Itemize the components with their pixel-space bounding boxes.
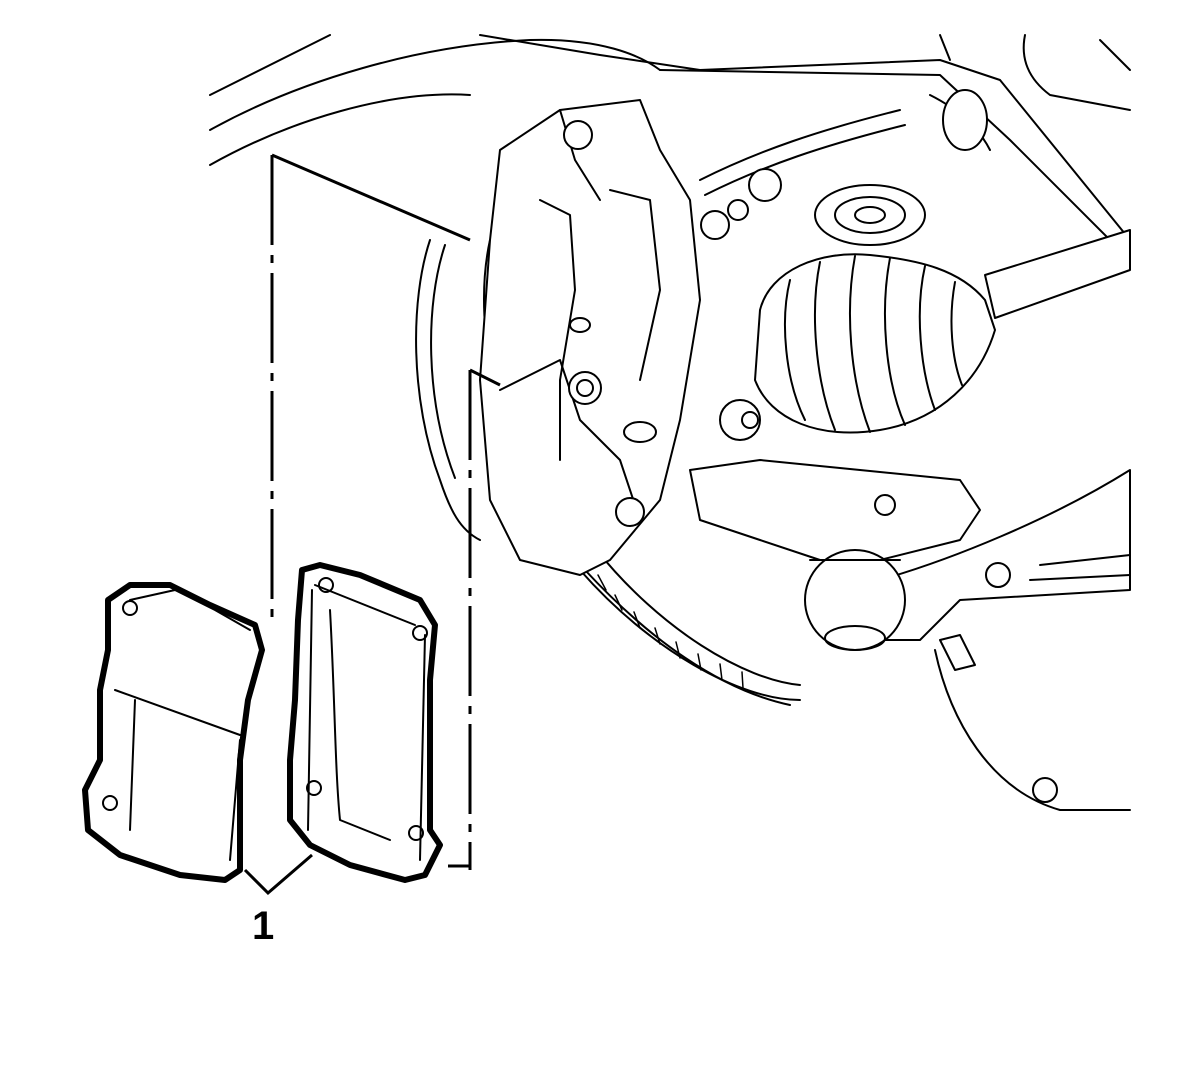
brake-pad-outer [82, 582, 265, 883]
dust-shield [415, 239, 481, 541]
removal-path-lines [270, 153, 501, 870]
cv-joint-boot [754, 229, 1131, 434]
brake-pad-inner [287, 562, 443, 883]
upper-mount [814, 89, 991, 246]
brake-hose [699, 109, 906, 240]
lower-control-arm [804, 469, 1131, 811]
callout-label-1: 1 [252, 904, 275, 948]
steering-knuckle [689, 399, 981, 561]
callout-leader-1 [243, 853, 313, 896]
brake-caliper [479, 99, 701, 576]
